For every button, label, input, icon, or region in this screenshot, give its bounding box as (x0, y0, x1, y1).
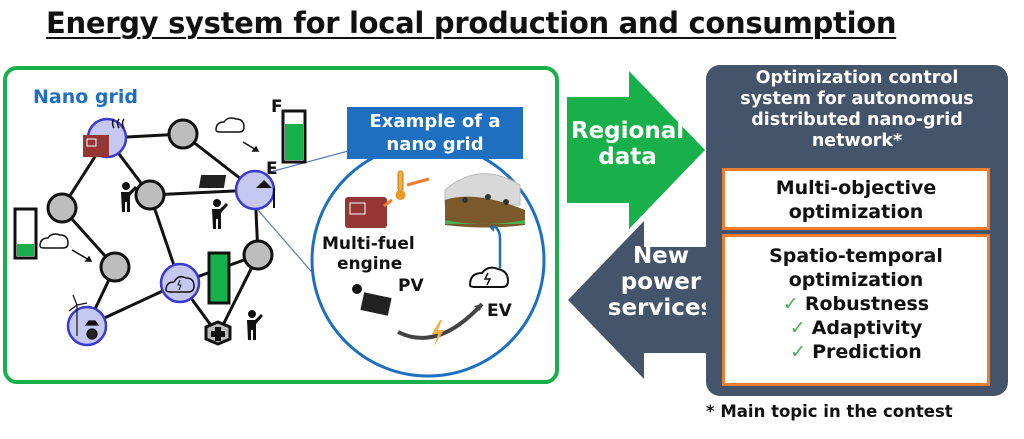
grid-node (99, 251, 131, 283)
check-icon: ✓ (782, 293, 799, 315)
new-power-services-arrow (568, 221, 706, 379)
person-icon (247, 310, 263, 340)
person-icon (121, 182, 137, 212)
example-nano-grid-label: Example of a nano grid (347, 107, 523, 159)
flow-arrow (493, 224, 502, 268)
wind-node (66, 305, 108, 347)
callout-line (269, 149, 353, 173)
solar-house-icon (198, 175, 275, 208)
check-item: ✓Prediction (790, 341, 922, 363)
engine-label-1: Multi-fuel (322, 234, 415, 254)
page-title: Energy system for local production and c… (46, 6, 897, 40)
grid-nodes (46, 118, 274, 283)
new-power-text-2: power (620, 269, 702, 295)
grid-links (60, 132, 260, 336)
grid-node (242, 239, 274, 271)
grid-node (167, 118, 199, 150)
title-line: network* (811, 131, 903, 151)
new-power-text-1: New (632, 243, 690, 269)
footnote: * Main topic in the contest (706, 402, 953, 421)
box-line: Spatio-temporal (769, 245, 943, 267)
grid-node (46, 192, 78, 224)
battery-empty-label: E (266, 159, 278, 179)
battery-top-right (281, 109, 307, 164)
grid-node (134, 179, 166, 211)
engine-label-2: engine (337, 254, 403, 274)
ev-label: EV (487, 301, 512, 321)
thermometer-icon (383, 170, 430, 208)
check-item: ✓Robustness (782, 293, 930, 315)
hospital-icon (204, 320, 232, 346)
title-line: distributed nano-grid (751, 110, 963, 130)
check-icon: ✓ (789, 317, 806, 339)
multi-objective-box: Multi-objective optimization (722, 168, 990, 230)
battery-full-label: F (271, 97, 283, 117)
lightning-icon (432, 320, 444, 346)
box-line: Multi-objective (775, 177, 937, 199)
engine-icon (83, 118, 125, 157)
regional-data-arrow (567, 71, 705, 229)
check-item: ✓Adaptivity (789, 317, 923, 339)
nano-grid-label: Nano grid (33, 86, 139, 108)
pv-label: PV (398, 276, 424, 296)
pv-panel-icon (352, 284, 392, 316)
box-line: optimization (788, 269, 924, 291)
spatio-temporal-box: Spatio-temporal optimization ✓Robustness… (722, 234, 990, 386)
person-icon (212, 199, 228, 229)
new-power-text-3: services (607, 295, 715, 321)
wind-turbine-icon (68, 294, 100, 340)
title-line: Optimization control (755, 68, 959, 88)
box-line: optimization (788, 201, 924, 223)
regional-data-text-1: Regional (570, 118, 685, 144)
check-icon: ✓ (790, 341, 807, 363)
car-icon (39, 117, 260, 262)
person-icons (121, 182, 263, 340)
ev-node-icon (165, 275, 195, 293)
battery-left (13, 207, 38, 260)
ev-icon (468, 266, 510, 288)
title-line: system for autonomous (740, 89, 974, 109)
multi-fuel-engine-icon (345, 197, 387, 228)
greenhouse-farm-image (444, 173, 525, 228)
regional-data-text-2: data (598, 144, 657, 170)
control-system-title: Optimization control system for autonomo… (706, 68, 1008, 152)
battery-center (207, 251, 231, 305)
